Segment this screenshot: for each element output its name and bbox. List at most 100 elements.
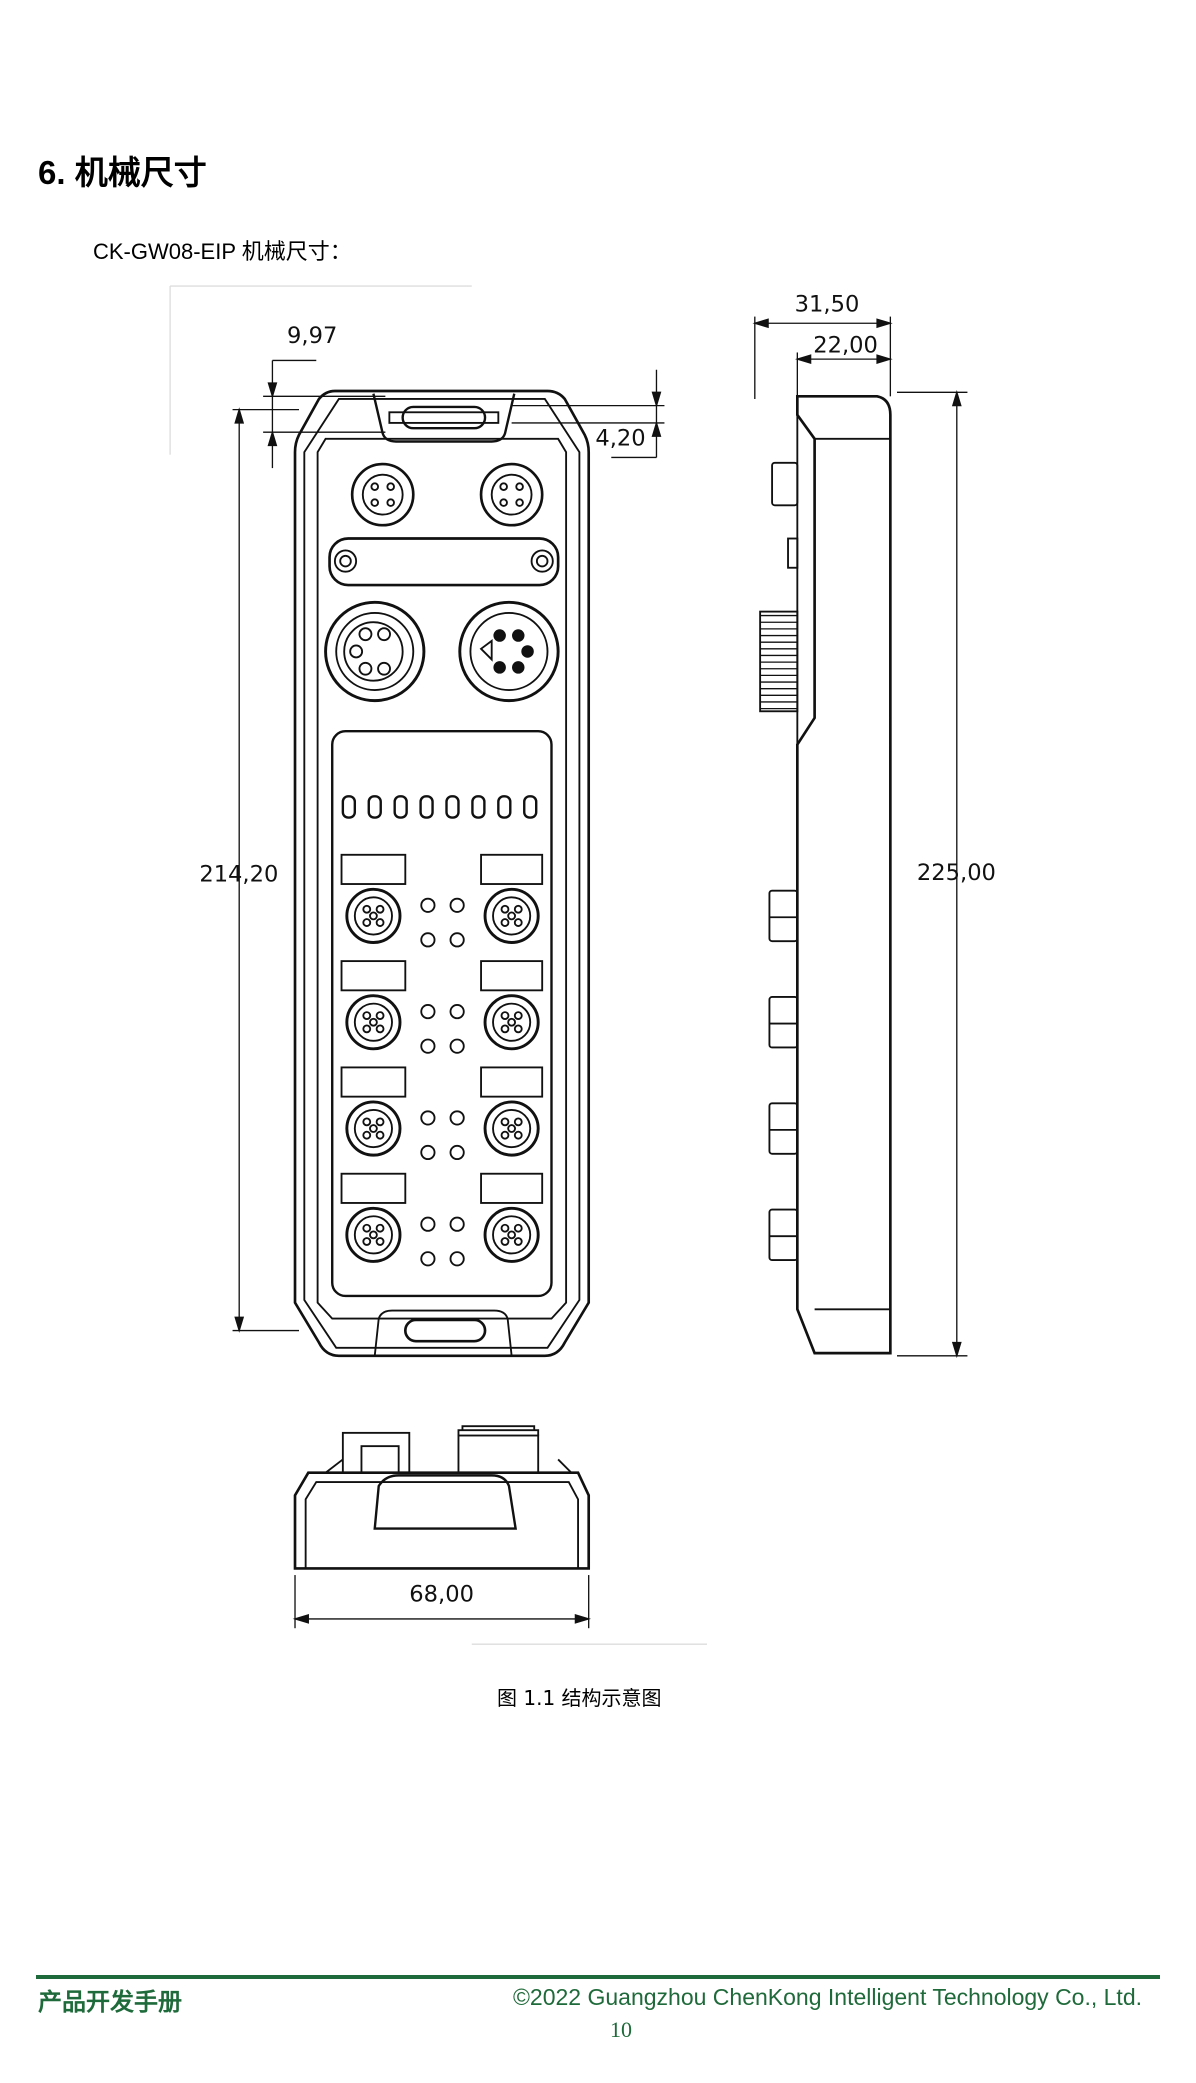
led-indicator xyxy=(341,795,357,819)
led-row xyxy=(341,795,538,819)
led-indicator xyxy=(367,795,382,819)
io-pin xyxy=(507,1124,517,1133)
io-pin xyxy=(375,1130,385,1140)
connector-m8-right xyxy=(479,462,544,527)
led-indicator xyxy=(471,795,486,819)
io-pin xyxy=(513,1011,523,1020)
led-indicator xyxy=(445,795,460,819)
io-label-left xyxy=(340,1172,407,1204)
io-connector xyxy=(345,994,402,1051)
io-label-right xyxy=(480,1172,544,1204)
io-connector-rows xyxy=(340,853,544,1267)
frame-lines xyxy=(169,285,707,1645)
io-status-led xyxy=(420,1144,436,1161)
io-label-left xyxy=(340,853,407,885)
io-pin xyxy=(500,1011,510,1020)
io-pin xyxy=(513,1024,523,1034)
io-pin xyxy=(375,904,385,914)
side-io-connector xyxy=(768,996,799,1049)
io-pin xyxy=(500,1237,510,1246)
io-pin xyxy=(513,1237,523,1246)
io-pin xyxy=(513,1117,523,1127)
bottom-dimensions xyxy=(292,1575,592,1629)
io-label-right xyxy=(480,853,544,885)
side-view xyxy=(759,394,892,1355)
io-status-led xyxy=(449,897,465,913)
io-pin xyxy=(369,1230,378,1240)
io-pin xyxy=(500,918,510,927)
io-pin xyxy=(362,918,372,927)
io-status-led xyxy=(449,1110,465,1126)
io-pin xyxy=(362,904,372,914)
figure-caption: 图 1.1 结构示意图 xyxy=(497,1686,662,1710)
io-connector-ring xyxy=(492,896,532,936)
front-dimensions xyxy=(232,359,665,1333)
io-status-led xyxy=(420,1004,436,1020)
io-pin xyxy=(362,1130,372,1140)
dim-side-total-depth: 31,50 xyxy=(795,291,860,317)
io-label-right xyxy=(480,960,544,992)
io-pin xyxy=(500,904,510,914)
dim-top-offset: 9,97 xyxy=(287,323,337,349)
io-status-led xyxy=(449,1004,465,1020)
io-status-led xyxy=(420,1251,436,1267)
io-pin xyxy=(362,1011,372,1020)
io-pin xyxy=(362,1237,372,1246)
io-pin xyxy=(513,904,523,914)
io-connector-ring xyxy=(492,1109,532,1149)
io-pin xyxy=(500,1024,510,1034)
dim-width: 68,00 xyxy=(409,1582,474,1608)
io-status-led xyxy=(420,1038,436,1054)
io-connector-ring xyxy=(353,896,393,936)
section-heading: 6. 机械尺寸 xyxy=(38,154,207,191)
io-pin xyxy=(507,1017,517,1027)
io-pin xyxy=(362,1117,372,1127)
led-indicator xyxy=(523,795,538,819)
io-pin xyxy=(369,911,378,921)
io-status-led xyxy=(449,1251,465,1267)
io-connector-ring xyxy=(353,1109,393,1149)
io-label-left xyxy=(340,1066,407,1098)
dim-latch-depth: 4,20 xyxy=(595,425,645,451)
io-connector-ring xyxy=(353,1002,393,1042)
io-status-led xyxy=(449,932,465,948)
page-number: 10 xyxy=(610,2017,632,2042)
io-pin xyxy=(369,1017,378,1027)
footer-divider xyxy=(36,1975,1160,1979)
io-status-led xyxy=(449,1216,465,1232)
io-status-led xyxy=(449,1144,465,1161)
io-connector-ring xyxy=(492,1215,532,1255)
side-io-connector xyxy=(768,1102,799,1155)
io-pin xyxy=(500,1130,510,1140)
io-connector xyxy=(483,1100,540,1157)
section-subtitle: CK-GW08-EIP 机械尺寸： xyxy=(93,239,352,264)
io-pin xyxy=(500,1223,510,1233)
led-indicator xyxy=(419,795,434,819)
side-dimensions xyxy=(752,316,968,1359)
io-pin xyxy=(375,1024,385,1034)
footer-manual-title: 产品开发手册 xyxy=(38,1988,182,2016)
io-label-left xyxy=(340,960,407,992)
io-pin xyxy=(375,918,385,927)
io-status-led xyxy=(420,1110,436,1126)
io-connector xyxy=(483,887,540,944)
io-status-led xyxy=(420,1216,436,1232)
connector-m12-power-in xyxy=(324,600,426,703)
io-pin xyxy=(375,1011,385,1020)
io-connector xyxy=(483,994,540,1051)
io-connector-ring xyxy=(353,1215,393,1255)
io-connector xyxy=(345,1100,402,1157)
io-pin xyxy=(500,1117,510,1127)
side-io-connector xyxy=(768,889,799,943)
led-indicator xyxy=(393,795,408,819)
connector-m12-power-out xyxy=(458,600,560,703)
io-status-led xyxy=(420,897,436,913)
io-pin xyxy=(375,1223,385,1233)
dim-side-height: 225,00 xyxy=(917,860,996,886)
io-status-led xyxy=(420,932,436,948)
io-connector xyxy=(483,1206,540,1263)
io-pin xyxy=(507,1230,517,1240)
io-pin xyxy=(513,918,523,927)
side-io-connector xyxy=(768,1208,799,1262)
